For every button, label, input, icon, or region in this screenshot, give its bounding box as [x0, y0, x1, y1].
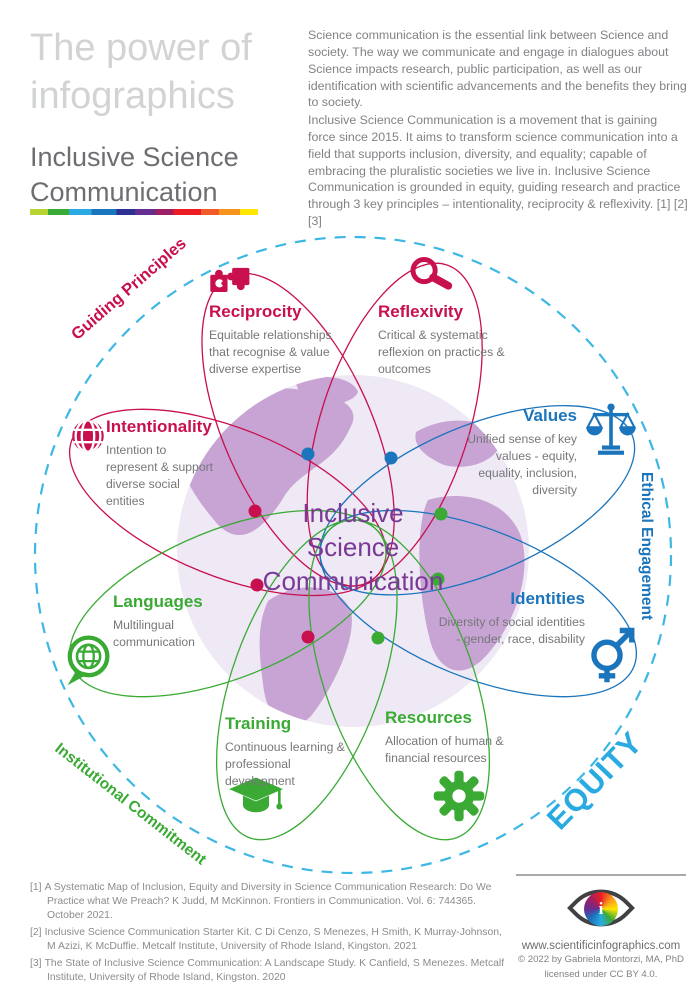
orbit-node-dots [248, 447, 448, 645]
license-line: licensed under CC BY 4.0. [544, 968, 658, 980]
ring-label-ethical-engagement: Ethical Engagement [638, 472, 655, 621]
concept-title: Resources [385, 708, 472, 727]
concept-identities: Identities Diversity of social identitie… [438, 589, 585, 648]
orbit-intentionality [68, 408, 387, 597]
orbit-values [319, 405, 636, 596]
magnifier-icon [406, 256, 456, 297]
page-subtitle: Inclusive Science Communication [30, 142, 239, 208]
concept-intentionality: Intentionality Intention to represent & … [106, 417, 220, 510]
puzzle-icon [208, 262, 254, 304]
page-title: The power of infographics [30, 27, 252, 118]
concept-title: Intentionality [106, 417, 212, 436]
gear-icon [433, 770, 485, 827]
concept-desc: Continuous learning & professional devel… [225, 739, 345, 788]
concept-desc: Diversity of social identities - gender,… [438, 614, 585, 646]
concept-training: Training Continuous learning & professio… [225, 714, 363, 790]
concept-title: Training [225, 714, 292, 733]
orbit-identities [319, 509, 638, 698]
concept-languages: Languages Multilingual communication [113, 592, 238, 651]
scales-icon [585, 402, 637, 464]
reference-number: [3] [30, 957, 42, 969]
footer-credits: i www.scientificinfographics.com © 2022 … [505, 874, 697, 982]
logo-letter: i [598, 899, 604, 918]
reference-item: [3]The State of Inclusive Science Commun… [30, 957, 508, 985]
diagram-center-title: Inclusive Science Communication [262, 498, 444, 596]
concept-title: Identities [510, 589, 585, 608]
equity-ring [33, 235, 673, 875]
intro-paragraph-2: Inclusive Science Communication is a mov… [308, 113, 688, 229]
rainbow-divider [30, 209, 258, 215]
concept-desc: Equitable relationships that recognise &… [209, 327, 332, 376]
rainbow-iris: i [584, 892, 618, 926]
concept-title: Reflexivity [378, 302, 464, 321]
reference-text: Inclusive Science Communication Starter … [44, 926, 502, 952]
reference-item: [2]Inclusive Science Communication Start… [30, 926, 508, 954]
copyright-line: © 2022 by Gabriela Montorzi, MA, PhD [518, 954, 684, 965]
website-url: www.scientificinfographics.com [521, 940, 681, 952]
concept-desc: Allocation of human & financial resource… [385, 733, 504, 765]
eye-logo-icon: i [559, 874, 643, 942]
reference-list: [1]A Systematic Map of Inclusion, Equity… [30, 881, 508, 988]
reference-item: [1]A Systematic Map of Inclusion, Equity… [30, 881, 508, 923]
globe-grid-icon [70, 418, 106, 459]
concept-title: Values [523, 406, 577, 425]
reference-number: [1] [30, 882, 42, 893]
speech-globe-icon [64, 634, 116, 691]
orbit-reflexivity [306, 262, 483, 587]
footer-divider [516, 874, 686, 876]
concept-desc: Intention to represent & support diverse… [106, 442, 214, 508]
reference-text: The State of Inclusive Science Communica… [44, 957, 505, 983]
globe [177, 375, 529, 727]
concept-desc: Critical & systematic reflexion on pract… [378, 327, 505, 376]
intro-paragraph-1: Science communication is the essential l… [308, 28, 687, 110]
concept-values: Values Unified sense of key values - equ… [463, 406, 577, 499]
reference-number: [2] [30, 926, 42, 938]
graduation-cap-icon [227, 776, 285, 826]
concept-desc: Unified sense of key values - equity, eq… [467, 431, 577, 497]
concept-reciprocity: Reciprocity Equitable relationships that… [209, 302, 349, 378]
gender-icon [586, 616, 640, 689]
concept-title: Languages [113, 592, 203, 611]
reference-text: A Systematic Map of Inclusion, Equity an… [44, 882, 492, 921]
orbit-resources [308, 519, 491, 841]
concept-desc: Multilingual communication [113, 617, 195, 649]
concept-title: Reciprocity [209, 302, 302, 321]
concept-resources: Resources Allocation of human & financia… [385, 708, 505, 767]
concept-reflexivity: Reflexivity Critical & systematic reflex… [378, 302, 508, 378]
